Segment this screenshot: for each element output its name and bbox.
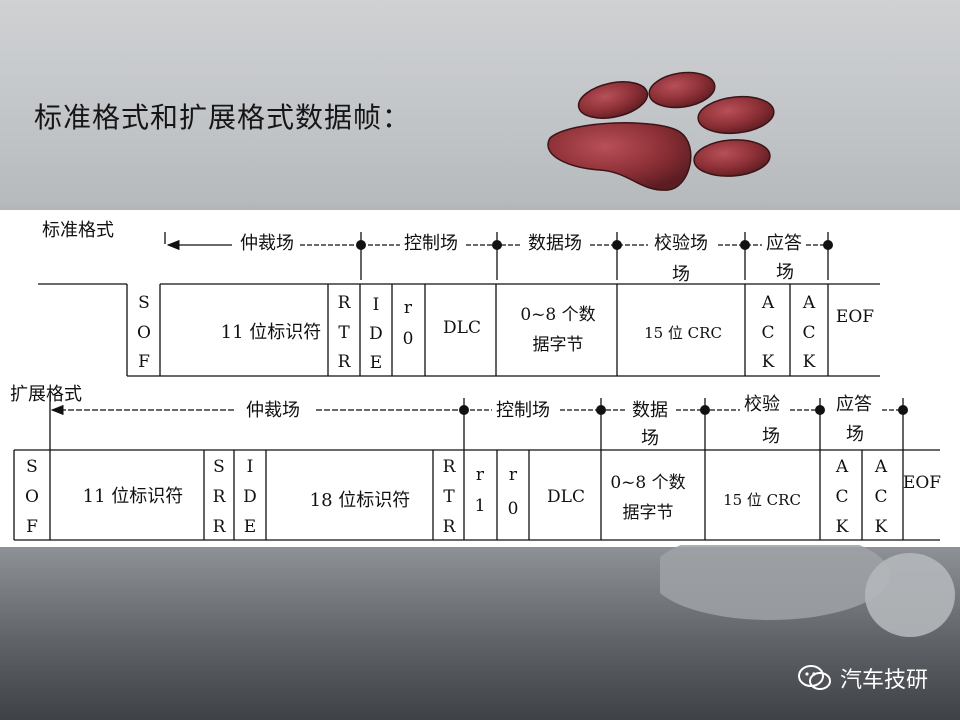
std-seg-arbitration: 仲裁场: [240, 233, 294, 254]
ext-r0-1: r: [509, 465, 518, 485]
std-sof-3: F: [138, 352, 150, 372]
ext-srr-3: R: [213, 517, 227, 537]
ext-ide-1: I: [247, 457, 254, 477]
ext-seg-ack-2: 场: [846, 424, 864, 445]
ext-srr-1: S: [213, 457, 225, 477]
watermark-text: 汽车技研: [839, 668, 928, 693]
ext-data-1: 0~8 个数: [610, 473, 685, 493]
standard-cells: S O F 11 位标识符 R T R I D E r 0 DLC 0~8 个数…: [137, 293, 874, 373]
paw-print-icon: [547, 71, 775, 191]
ext-ide-3: E: [244, 517, 256, 537]
std-seg-crc-2: 场: [672, 264, 690, 285]
std-dlc: DLC: [443, 318, 481, 338]
std-r0-2: 0: [403, 329, 414, 349]
std-data-2: 据字节: [533, 335, 584, 355]
wechat-icon: [797, 665, 831, 690]
ext-ack1-3: K: [836, 517, 849, 537]
ext-dlc: DLC: [547, 487, 585, 507]
std-seg-control: 控制场: [404, 233, 458, 254]
ext-crc: 15 位 CRC: [723, 491, 801, 509]
std-id: 11 位标识符: [221, 322, 322, 343]
ext-ack2-2: C: [874, 487, 887, 507]
std-rtr-1: R: [338, 293, 352, 313]
std-ide-1: I: [373, 295, 380, 315]
std-ack2-3: K: [803, 352, 816, 372]
std-ack2-2: C: [802, 323, 815, 343]
std-ide-2: D: [369, 324, 383, 344]
std-seg-ack-2: 场: [776, 262, 794, 283]
ext-ack1-2: C: [835, 487, 848, 507]
ext-data-2: 据字节: [623, 503, 674, 523]
frame-diagram-panel: 标准格式 仲裁场 控制场 数据场 校验场 场 应答 场: [0, 210, 960, 547]
standard-segment-dots: [356, 240, 833, 250]
std-rtr-3: R: [338, 352, 352, 372]
ext-r0-2: 0: [508, 499, 519, 519]
std-ack1-3: K: [762, 352, 775, 372]
ext-rtr-3: R: [443, 517, 457, 537]
ext-seg-crc-1: 校验: [744, 394, 780, 415]
extended-segment-dots: [459, 405, 908, 415]
ext-sof-3: F: [26, 517, 38, 537]
ext-srr-2: R: [213, 487, 227, 507]
extended-cells: S O F 11 位标识符 S R R I D E 18 位标识符 R T R …: [25, 457, 941, 537]
ext-r1-2: 1: [475, 496, 486, 516]
ext-ack1-1: A: [835, 457, 849, 477]
slide-title: 标准格式和扩展格式数据帧：: [34, 101, 412, 134]
paw-print-bottom-icon: [660, 545, 955, 637]
ext-seg-crc-2: 场: [762, 426, 780, 447]
ext-seg-ack-1: 应答: [836, 394, 872, 415]
extended-format-label: 扩展格式: [10, 384, 82, 405]
std-ack1-2: C: [761, 323, 774, 343]
std-seg-ack-1: 应答: [766, 233, 802, 254]
std-seg-data: 数据场: [528, 233, 582, 254]
ext-ack2-3: K: [875, 517, 888, 537]
std-ack1-1: A: [761, 293, 775, 313]
standard-format-label: 标准格式: [42, 220, 114, 241]
std-crc: 15 位 CRC: [644, 324, 722, 342]
ext-id18: 18 位标识符: [310, 490, 411, 511]
ext-sof-1: S: [26, 457, 38, 477]
std-sof-2: O: [137, 323, 151, 343]
ext-ide-2: D: [243, 487, 257, 507]
ext-eof: EOF: [903, 473, 941, 493]
ext-seg-data-1: 数据: [632, 400, 668, 421]
ext-seg-arbitration: 仲裁场: [246, 400, 300, 421]
extended-frame-boxes: [13, 449, 940, 541]
std-rtr-2: T: [338, 323, 350, 343]
watermark: 汽车技研: [797, 662, 928, 694]
ext-rtr-1: R: [443, 457, 457, 477]
std-ide-3: E: [370, 353, 382, 373]
ext-r1-1: r: [476, 465, 485, 485]
standard-frame-boxes: [38, 283, 880, 377]
extended-segment-lines: [49, 395, 904, 450]
std-data-1: 0~8 个数: [520, 305, 595, 325]
ext-ack2-1: A: [874, 457, 888, 477]
ext-id11: 11 位标识符: [83, 486, 184, 507]
ext-seg-control: 控制场: [496, 400, 550, 421]
ext-rtr-2: T: [443, 487, 455, 507]
std-sof-1: S: [138, 293, 150, 313]
std-ack2-1: A: [802, 293, 816, 313]
ext-seg-data-2: 场: [641, 428, 659, 449]
std-seg-crc-1: 校验场: [654, 233, 708, 254]
std-r0-1: r: [404, 298, 413, 318]
std-eof: EOF: [836, 307, 874, 327]
can-frame-diagram: 标准格式 仲裁场 控制场 数据场 校验场 场 应答 场: [10, 220, 941, 541]
ext-sof-2: O: [25, 487, 39, 507]
